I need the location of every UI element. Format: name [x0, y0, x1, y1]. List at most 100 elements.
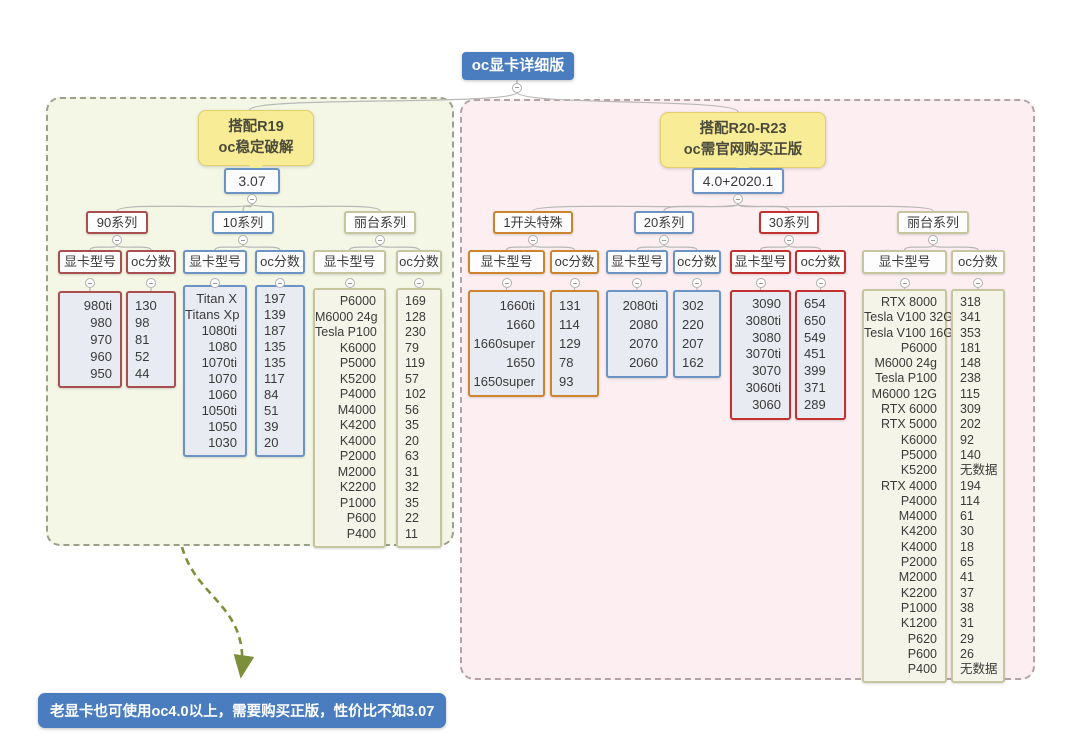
score-cell: 220	[682, 317, 704, 332]
collapse-dot-icon[interactable]	[501, 278, 512, 288]
branch-label[interactable]: 10系列	[212, 211, 274, 234]
collapse-dot-icon[interactable]	[112, 235, 122, 245]
score-cell: 341	[960, 310, 981, 325]
score-cell: 79	[405, 340, 419, 355]
branch-label[interactable]: 90系列	[86, 211, 148, 234]
model-cell: M6000 12G	[871, 386, 937, 401]
model-header[interactable]: 显卡型号	[183, 250, 247, 274]
collapse-dot-icon[interactable]	[85, 278, 95, 288]
score-cell: 230	[405, 325, 426, 339]
branch-label[interactable]: 丽台系列	[344, 211, 416, 234]
score-cell: 451	[804, 346, 826, 362]
score-cell: 20	[405, 433, 419, 448]
model-header[interactable]: 显卡型号	[313, 250, 386, 274]
collapse-dot-icon[interactable]	[414, 278, 424, 288]
model-cell: Tesla P100	[875, 371, 937, 386]
model-cell: 1050	[208, 419, 237, 434]
score-cell: 169	[405, 294, 426, 308]
model-cell: 1660super	[473, 336, 535, 351]
score-header[interactable]: oc分数	[126, 250, 176, 274]
collapse-dot-icon[interactable]	[247, 194, 257, 204]
root-node[interactable]: oc显卡详细版	[462, 52, 574, 80]
model-cell: 3080ti	[745, 312, 781, 328]
collapse-dot-icon[interactable]	[692, 278, 702, 288]
score-cell: 309	[960, 402, 981, 417]
model-header[interactable]: 显卡型号	[468, 250, 545, 274]
score-header[interactable]: oc分数	[951, 250, 1005, 274]
collapse-dot-icon[interactable]	[784, 235, 794, 245]
branch-label[interactable]: 20系列	[634, 211, 694, 234]
score-cell: 197	[264, 291, 286, 306]
model-header[interactable]: 显卡型号	[730, 250, 791, 274]
model-cell: P400	[907, 662, 937, 677]
model-cell: 980	[90, 315, 112, 330]
connector-path	[116, 244, 152, 251]
score-cell: 44	[135, 366, 150, 381]
score-cell: 无数据	[960, 463, 998, 478]
collapse-dot-icon[interactable]	[512, 82, 522, 93]
collapse-dot-icon[interactable]	[210, 278, 220, 288]
branch-label[interactable]: 1开头特殊	[493, 211, 573, 234]
model-cell: 2060	[629, 355, 658, 370]
collapse-dot-icon[interactable]	[146, 278, 156, 288]
model-header[interactable]: 显卡型号	[606, 250, 668, 274]
collapse-dot-icon[interactable]	[632, 278, 642, 288]
model-cell: 1050ti	[201, 403, 237, 418]
collapse-dot-icon[interactable]	[238, 235, 248, 245]
model-cell: P2000	[339, 449, 376, 463]
model-cell: 1030	[208, 435, 237, 450]
collapse-dot-icon[interactable]	[973, 278, 983, 288]
score-header[interactable]: oc分数	[795, 250, 846, 274]
collapse-dot-icon[interactable]	[733, 194, 743, 204]
model-header[interactable]: 显卡型号	[58, 250, 122, 274]
collapse-dot-icon[interactable]	[528, 235, 538, 245]
score-cell: 318	[960, 295, 981, 309]
version-node[interactable]: 3.07	[224, 168, 280, 194]
score-cell: 371	[804, 379, 826, 395]
note-banner[interactable]: 老显卡也可使用oc4.0以上，需要购买正版，性价比不如3.07	[38, 693, 447, 728]
connector-path	[89, 244, 118, 251]
score-header[interactable]: oc分数	[396, 250, 442, 274]
collapse-dot-icon[interactable]	[815, 278, 826, 288]
collapse-dot-icon[interactable]	[375, 235, 385, 245]
model-cell: P6000	[339, 294, 376, 308]
collapse-dot-icon[interactable]	[275, 278, 285, 288]
collapse-dot-icon[interactable]	[899, 278, 910, 288]
score-header[interactable]: oc分数	[550, 250, 599, 274]
collapse-dot-icon[interactable]	[755, 278, 766, 288]
score-cell: 117	[264, 371, 285, 386]
collapse-dot-icon[interactable]	[569, 278, 580, 288]
score-cell: 139	[264, 307, 286, 322]
model-header[interactable]: 显卡型号	[862, 250, 947, 274]
score-header[interactable]: oc分数	[673, 250, 721, 274]
score-header[interactable]: oc分数	[255, 250, 305, 274]
score-cell: 18	[960, 539, 974, 554]
branch-label[interactable]: 丽台系列	[897, 211, 969, 234]
model-cell: 3060	[752, 396, 781, 412]
model-cell: K4200	[900, 524, 937, 539]
collapse-dot-icon[interactable]	[659, 235, 669, 245]
collapse-dot-icon[interactable]	[928, 235, 938, 245]
model-cell: 960	[90, 349, 112, 364]
version-node[interactable]: 4.0+2020.1	[692, 168, 784, 194]
connector-path	[214, 244, 244, 251]
collapse-dot-icon[interactable]	[344, 278, 355, 288]
branch-label[interactable]: 30系列	[759, 211, 819, 234]
